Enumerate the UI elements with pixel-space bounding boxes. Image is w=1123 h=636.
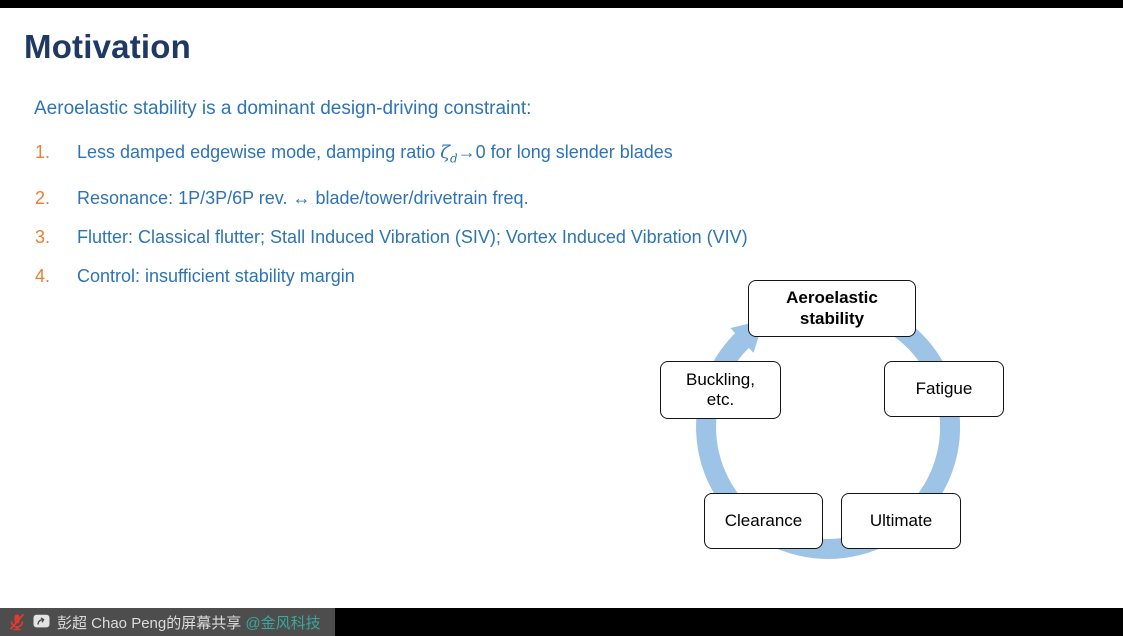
list-item: 3. Flutter: Classical flutter; Stall Ind…	[35, 225, 748, 249]
chat-share-icon[interactable]	[33, 614, 50, 630]
list-item: 2. Resonance: 1P/3P/6P rev. ↔ blade/towe…	[35, 186, 748, 210]
diagram-node-ultimate: Ultimate	[841, 493, 961, 549]
slide-title: Motivation	[24, 28, 191, 65]
list-item-text: Resonance: 1P/3P/6P rev. ↔ blade/tower/d…	[77, 187, 529, 208]
diagram-node-fatigue: Fatigue	[884, 361, 1004, 417]
numbered-list: 1. Less damped edgewise mode, damping ra…	[35, 140, 748, 303]
mention-text: @金风科技	[245, 614, 321, 632]
diagram-node-buckling: Buckling, etc.	[660, 361, 781, 419]
list-item-number: 3.	[35, 226, 51, 247]
screen-share-bar: 彭超 Chao Peng的屏幕共享 @金风科技	[0, 608, 1123, 636]
top-black-bar	[0, 0, 1123, 8]
list-item-text: Less damped edgewise mode, damping ratio…	[77, 142, 673, 166]
list-item-number: 2.	[35, 187, 51, 208]
diagram-node-clearance: Clearance	[704, 493, 823, 549]
presentation-slide: Motivation Aeroelastic stability is a do…	[0, 8, 1123, 608]
screen-share-label-chip: 彭超 Chao Peng的屏幕共享 @金风科技	[0, 608, 335, 636]
diagram-node-aeroelastic-stability: Aeroelastic stability	[748, 280, 916, 337]
list-item: 1. Less damped edgewise mode, damping ra…	[35, 140, 748, 171]
list-item-number: 4.	[35, 265, 51, 286]
list-item: 4. Control: insufficient stability margi…	[35, 264, 748, 288]
microphone-muted-icon[interactable]	[8, 613, 26, 631]
list-item-number: 1.	[35, 142, 51, 162]
slide-subtitle: Aeroelastic stability is a dominant desi…	[34, 98, 532, 119]
zeta-symbol: ζd	[440, 142, 458, 166]
list-item-text: Control: insufficient stability margin	[77, 265, 355, 286]
list-item-text: Flutter: Classical flutter; Stall Induce…	[77, 226, 748, 247]
screen-share-text: 彭超 Chao Peng的屏幕共享 @金风科技	[57, 614, 321, 632]
